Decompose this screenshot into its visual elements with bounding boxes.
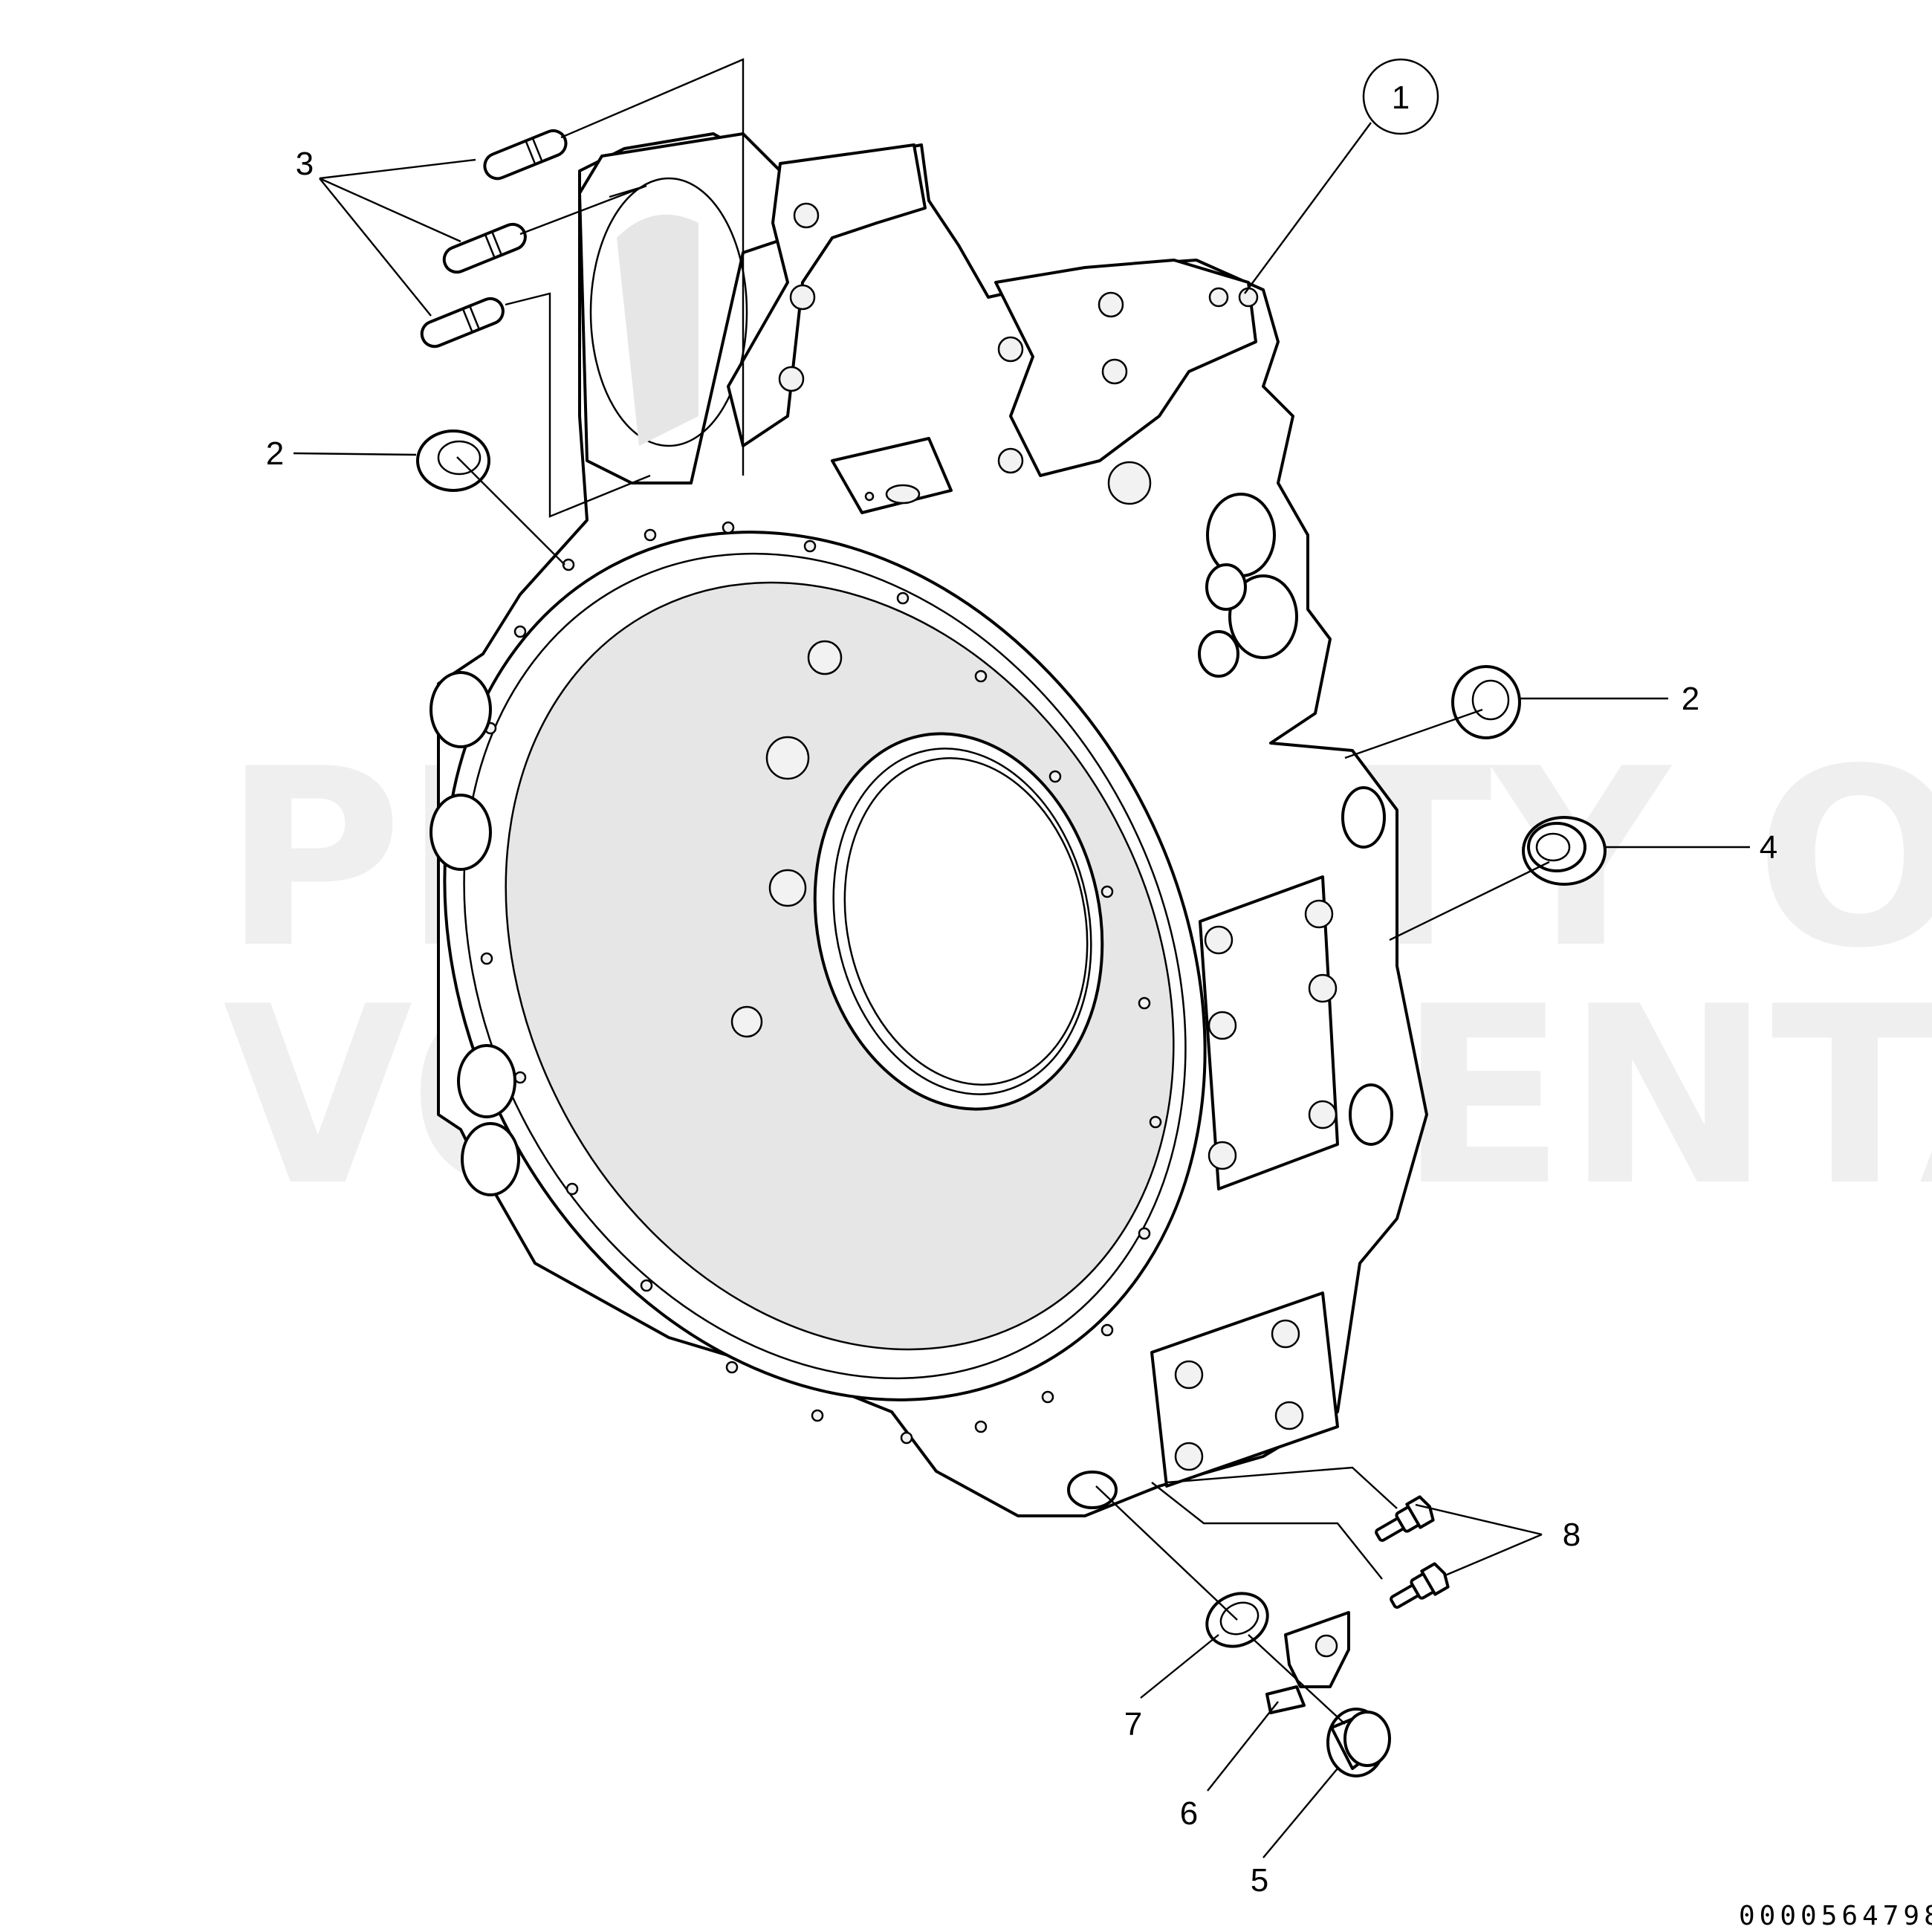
callouts: 1 2 2 3 4 5 6 7 8: [266, 58, 1777, 1899]
flange-screws: [1375, 1495, 1450, 1609]
drain-plug: [1326, 1708, 1391, 1777]
flywheel-housing: [429, 132, 1428, 1517]
bracket: [1265, 1611, 1350, 1714]
svg-text:1: 1: [1392, 80, 1410, 116]
callout-4: 4: [1760, 829, 1777, 866]
callout-1: 1: [1362, 58, 1439, 135]
dowel-pins: [420, 129, 568, 349]
callout-5: 5: [1251, 1862, 1268, 1899]
callout-7: 7: [1124, 1706, 1142, 1743]
cover-plug-left: [416, 429, 490, 492]
document-number: 0000564798: [1739, 1901, 1932, 1931]
callout-3: 3: [296, 146, 314, 182]
cover-plug-right: [1451, 665, 1521, 739]
callout-2-right: 2: [1682, 681, 1699, 717]
flange-bolt-holes: [469, 521, 1162, 1445]
callout-8: 8: [1563, 1517, 1581, 1553]
callout-2-left: 2: [266, 435, 284, 472]
rubber-plug: [1522, 816, 1607, 886]
leader-lines: [293, 58, 1750, 1858]
callout-6: 6: [1180, 1795, 1198, 1832]
